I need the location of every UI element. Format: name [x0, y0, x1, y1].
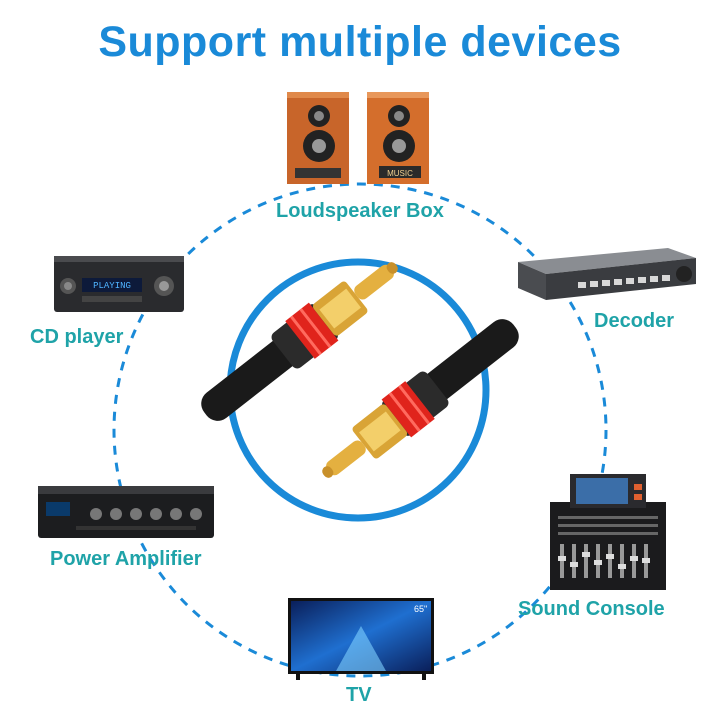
tv-icon: 65": [288, 598, 434, 680]
tv-badge: 65": [414, 604, 427, 614]
loudspeaker-icon: MUSIC: [287, 92, 429, 184]
label-tv: TV: [346, 684, 372, 706]
label-cd-player: CD player: [30, 326, 124, 348]
page-title: Support multiple devices: [98, 18, 622, 66]
cd-display: PLAYING: [93, 281, 131, 291]
speaker-badge: MUSIC: [387, 169, 413, 178]
label-power-amplifier: Power Amplifier: [50, 548, 202, 570]
label-sound-console: Sound Console: [518, 598, 665, 620]
rca-cable-icon: [201, 262, 519, 478]
cd-player-icon: PLAYING: [54, 256, 184, 312]
sound-console-icon: [550, 474, 666, 590]
decoder-icon: [518, 248, 696, 300]
label-decoder: Decoder: [594, 310, 675, 332]
power-amplifier-icon: [38, 486, 214, 538]
label-loudspeaker-box: Loudspeaker Box: [276, 200, 444, 222]
